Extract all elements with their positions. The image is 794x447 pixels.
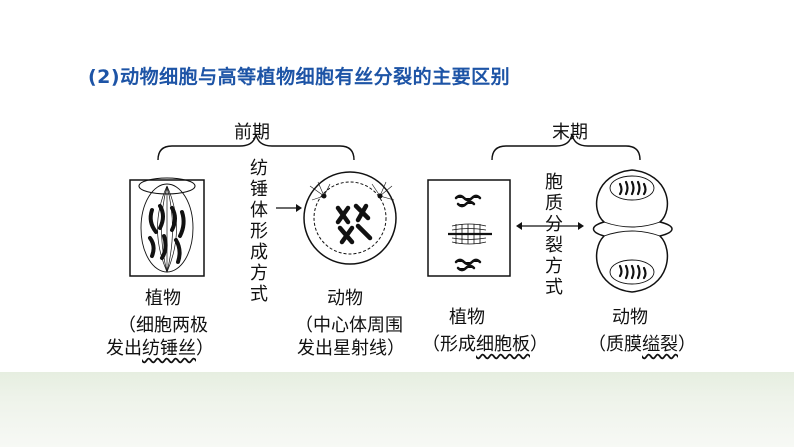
chromosomes [148,204,186,264]
plant-telophase-cell [427,179,511,277]
prophase-brace [157,133,355,161]
animal-prophase-name: 动物 [327,288,363,309]
cytokinesis-label: 胞质分裂方式 [545,172,563,298]
animal-prophase-cell [303,171,397,265]
prophase-label: 前期 [234,122,270,143]
page-title: (2)动物细胞与高等植物细胞有丝分裂的主要区别 [88,66,511,88]
astral-rays [309,181,395,201]
plant-telophase-desc: （形成细胞板） [422,334,548,355]
cell-plate-term: 细胞板 [476,334,530,355]
footer-band [0,372,794,447]
phragmoplast [451,223,487,245]
animal-prophase-desc-line2: 发出星射线） [297,338,405,359]
animal-prophase-desc-line1: （中心体周围 [295,315,403,336]
plant-prophase-cell [129,177,205,277]
animal-telophase-desc: （质膜缢裂） [588,334,696,355]
plant-telophase-name: 植物 [449,307,485,328]
constriction-term: 缢裂 [642,334,678,355]
spindle-formation-label: 纺锤体形成方式 [250,158,268,305]
telophase-arrow [516,222,584,230]
animal-telophase-name: 动物 [612,307,648,328]
spindle-fiber-term: 纺锤丝 [142,338,196,359]
plant-prophase-name: 植物 [145,288,181,309]
plant-prophase-desc-line1: （细胞两极 [118,315,208,336]
plant-prophase-desc-line2: 发出纺锤丝） [106,338,214,359]
chromosomes [335,203,373,245]
plate-ticks [455,224,481,244]
telophase-brace [491,133,641,161]
animal-telophase-cell [592,169,673,293]
upper-chromatin [454,194,482,208]
lower-chromatin [454,258,482,272]
prophase-arrow [276,204,302,212]
telophase-label: 末期 [552,122,588,143]
